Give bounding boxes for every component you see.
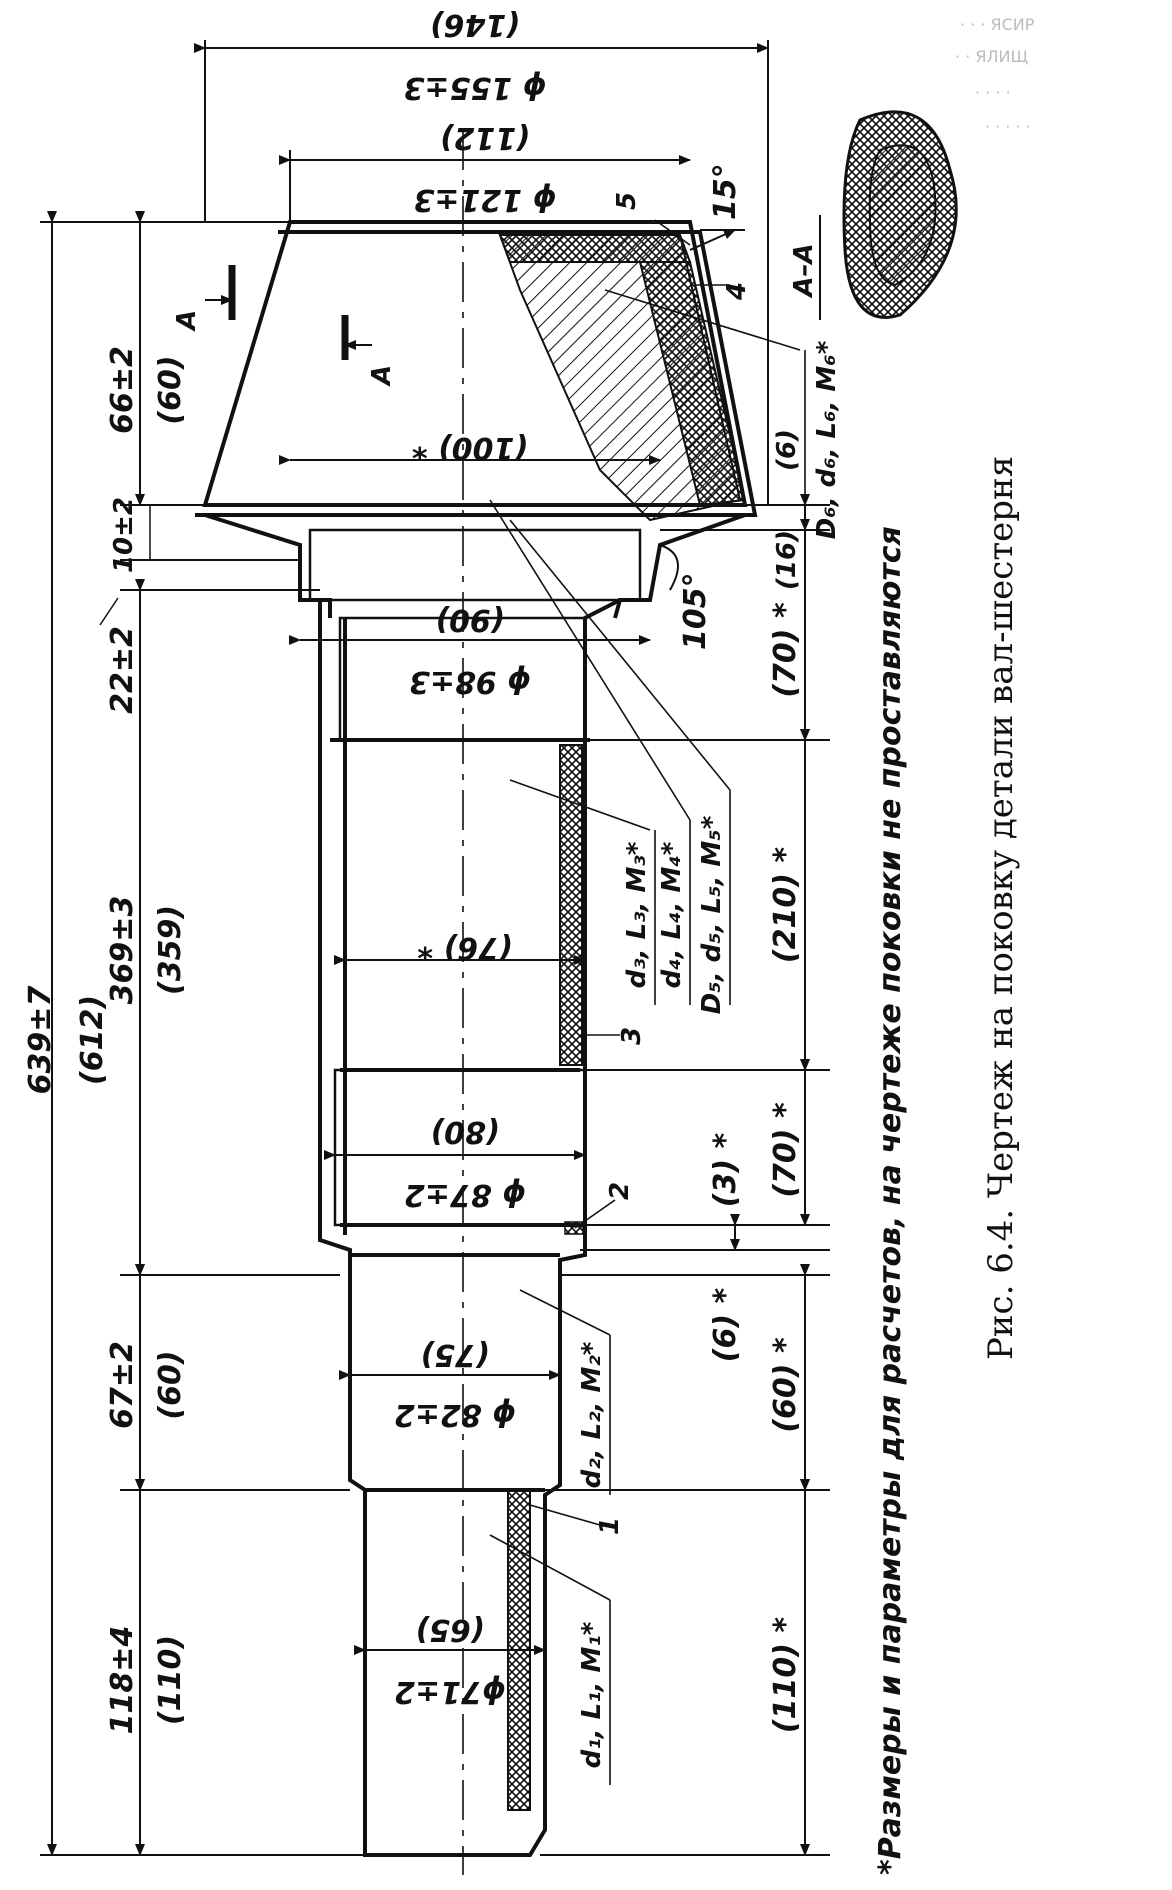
diameter-65-nominal: (65)	[415, 1612, 484, 1647]
length-step2-tol: 67±2	[105, 1341, 140, 1429]
diameter-80-tol: ϕ 87±2	[404, 1177, 526, 1212]
length-body-tol: 369±3	[105, 896, 140, 1005]
callout-3: 3	[617, 1027, 647, 1045]
right-dim-70a: (70) *	[768, 602, 803, 698]
param-1: d₁, L₁, M₁*	[577, 1621, 607, 1768]
section-mark-left: A	[172, 310, 202, 332]
right-dim-60: (60) *	[768, 1337, 803, 1433]
length-flange-tol: 22±2	[105, 626, 140, 714]
callout-1: 1	[595, 1517, 625, 1535]
footnote: *Размеры и параметры для расчетов, на че…	[873, 526, 908, 1875]
param-6: D₆, d₆, L₆, M₆*	[812, 340, 842, 539]
right-dimension-labels: (6) (16) (70) * (210) * (70) * (3) * (6)…	[708, 429, 803, 1733]
callout-2: 2	[605, 1182, 635, 1200]
diameter-146-nominal: (146)	[430, 7, 520, 42]
right-dim-3: (3) *	[708, 1132, 743, 1207]
callouts: 5 4 3 2 1	[529, 192, 752, 1535]
diameter-75-nominal: (75)	[420, 1337, 489, 1372]
length-step1-nominal: (110)	[153, 1635, 188, 1725]
allowance-hatching	[498, 234, 747, 1811]
section-a-a-detail: A–A	[789, 110, 958, 320]
section-cut-marks: A A	[172, 265, 397, 387]
diameter-90-nominal: (90)	[435, 602, 504, 637]
left-dimension-lines	[40, 211, 365, 1856]
param-3: d₃, L₃, M₃*	[622, 841, 652, 988]
right-dim-70b: (70) *	[768, 1102, 803, 1198]
right-dim-210: (210) *	[768, 847, 803, 963]
diameter-65-tol: ϕ71±2	[394, 1674, 506, 1709]
right-dim-6b: (6) *	[708, 1287, 743, 1362]
figure-caption: Рис. 6.4. Чертеж на поковку детали вал-ш…	[981, 456, 1021, 1360]
callout-5: 5	[612, 192, 642, 210]
diameter-80-nominal: (80)	[430, 1114, 499, 1149]
angle-marks: 15° 105°	[659, 163, 745, 650]
parameter-labels: D₆, d₆, L₆, M₆* d₃, L₃, M₃* d₄, L₄, M₄* …	[489, 289, 842, 1785]
diameter-100-nominal: (100) *	[412, 430, 528, 465]
param-4: d₄, L₄, M₄*	[657, 841, 687, 988]
angle-15: 15°	[708, 163, 743, 220]
diameter-75-tol: ϕ 82±2	[394, 1397, 516, 1432]
length-total-tol: 639±7	[23, 986, 58, 1095]
diameter-dimensions	[194, 40, 769, 1655]
right-dim-110: (110) *	[768, 1617, 803, 1733]
length-step2-nominal: (60)	[153, 1350, 188, 1419]
section-label: A–A	[789, 243, 819, 298]
diameter-labels: ϕ 155±3 (146) ϕ 121±3 (112) (100) * ϕ 98…	[394, 7, 557, 1709]
left-dimension-labels: 639±7 (612) 66±2 (60) 10±2 22±2 369±3 (3…	[23, 346, 188, 1734]
diameter-90-tol: ϕ 98±3	[409, 664, 531, 699]
svg-text:· · · · ·: · · · · ·	[985, 117, 1031, 136]
length-step1-tol: 118±4	[105, 1626, 140, 1735]
param-5: D₅, d₅, L₅, M₅*	[697, 815, 727, 1014]
right-dim-16: (16)	[772, 530, 802, 590]
diameter-112-nominal: (112)	[440, 120, 530, 155]
diameter-112-tol: ϕ 121±3	[414, 182, 557, 217]
angle-105: 105°	[678, 572, 713, 650]
diameter-76-nominal: (76) *	[417, 930, 513, 965]
callout-4: 4	[722, 282, 752, 301]
right-dimension-lines	[540, 494, 830, 1856]
length-head-tol: 66±2	[105, 346, 140, 434]
length-head-nominal: (60)	[153, 355, 188, 424]
svg-text:· · · ЯСИР: · · · ЯСИР	[960, 15, 1035, 34]
diameter-146-tol: ϕ 155±3	[404, 70, 547, 105]
param-2: d₂, L₂, M₂*	[577, 1341, 607, 1488]
svg-text:· · · ·: · · · ·	[975, 83, 1011, 102]
length-body-nominal: (359)	[153, 905, 188, 995]
section-mark-right: A	[367, 365, 397, 387]
svg-text:· · ЯЛИЩ: · · ЯЛИЩ	[955, 47, 1028, 66]
right-dim-6: (6)	[772, 429, 802, 471]
scan-noise: · · · ЯСИР · · ЯЛИЩ · · · · · · · · ·	[955, 15, 1035, 136]
length-total-nominal: (612)	[75, 995, 110, 1085]
length-neck-tol: 10±2	[109, 497, 139, 573]
